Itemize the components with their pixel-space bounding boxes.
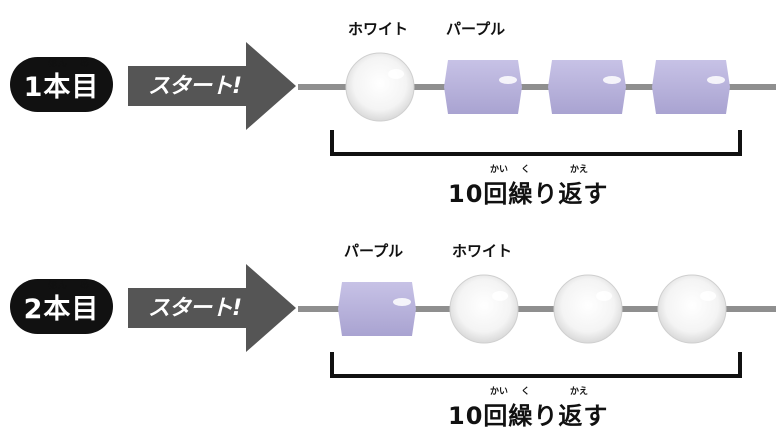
repeat-bracket [330, 130, 742, 156]
repeat-ruby-kae: かえ [570, 165, 589, 175]
white-pearl-icon [449, 274, 519, 344]
strand-2: ほん め 2本目 スタート! パープル ホワイト かい く かえ 10回繰り返す [0, 222, 776, 430]
start-arrow-icon [128, 42, 296, 130]
purple-bead-icon [652, 60, 730, 114]
start-label: スタート! [148, 296, 242, 321]
repeat-ruby-kae: かえ [570, 387, 589, 397]
bead-label-purple: パープル [344, 242, 404, 260]
wire [298, 84, 776, 90]
repeat-ruby-kai: かい [490, 387, 509, 397]
repeat-ruby-ku: く [521, 165, 531, 175]
strand-1: ほん め 1本目 スタート! ホワイト パープル かい く かえ 10回繰り返す [0, 0, 776, 208]
label-ruby-hon: ほん [48, 59, 69, 69]
repeat-ruby-ku: く [521, 387, 531, 397]
bead-label-purple: パープル [446, 20, 506, 38]
repeat-ruby-kai: かい [490, 165, 509, 175]
start-arrow-icon [128, 264, 296, 352]
purple-bead-icon [338, 282, 416, 336]
repeat-label: 10回繰り返す [448, 180, 609, 208]
purple-bead-icon [548, 60, 626, 114]
repeat-bracket [330, 352, 742, 378]
purple-bead-icon [444, 60, 522, 114]
white-pearl-icon [553, 274, 623, 344]
start-label: スタート! [148, 74, 242, 99]
strand-label-text: 1本目 [23, 72, 100, 103]
label-ruby-me: め [80, 59, 91, 69]
white-pearl-icon [657, 274, 727, 344]
repeat-label: 10回繰り返す [448, 402, 609, 430]
label-ruby-me: め [80, 281, 91, 291]
strand-label: ほん め 2本目 [10, 279, 113, 334]
strand-label-text: 2本目 [23, 294, 100, 325]
strand-label: ほん め 1本目 [10, 57, 113, 112]
wire [298, 306, 776, 312]
label-ruby-hon: ほん [48, 281, 69, 291]
white-pearl-icon [345, 52, 415, 122]
bead-label-white: ホワイト [452, 242, 513, 260]
bead-label-white: ホワイト [348, 20, 409, 38]
